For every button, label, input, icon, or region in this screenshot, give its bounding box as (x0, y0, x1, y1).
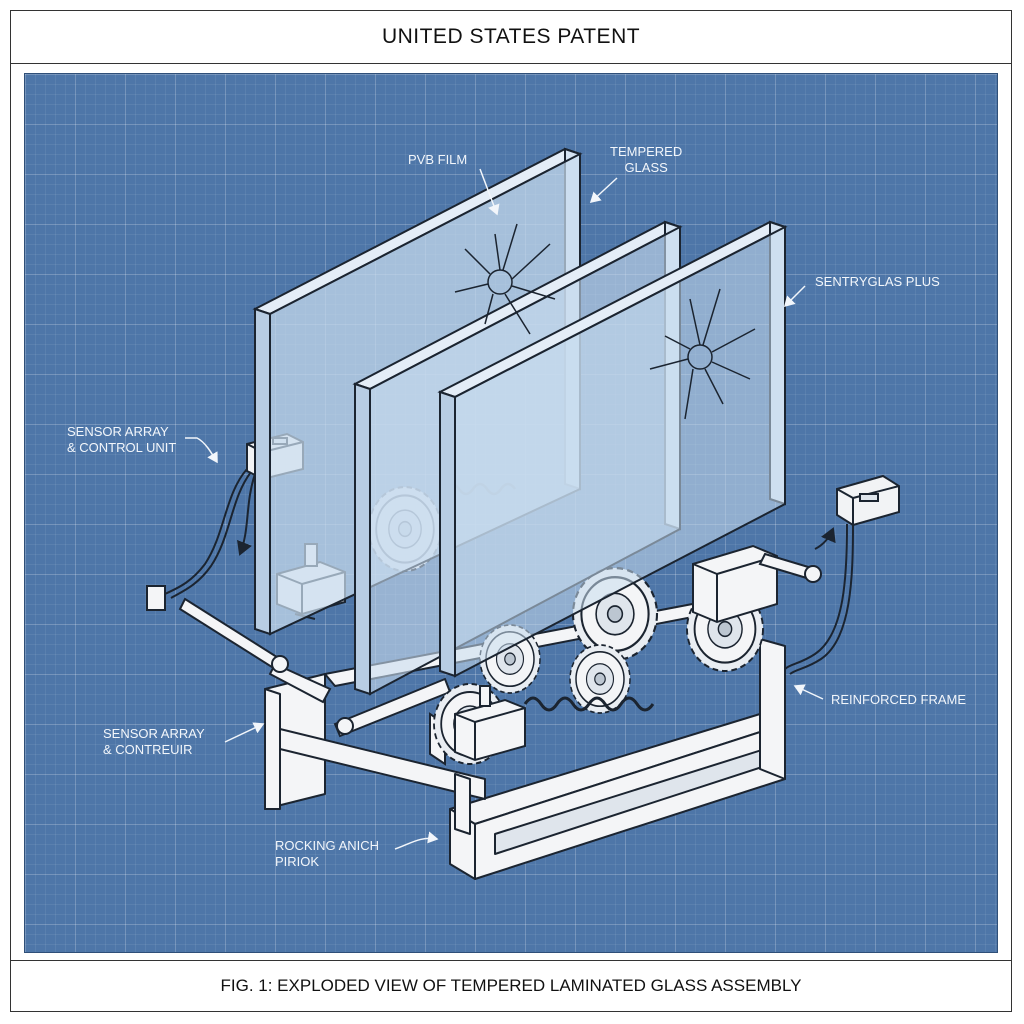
crack-pattern-front (649, 288, 756, 420)
figure-caption: FIG. 1: EXPLODED VIEW OF TEMPERED LAMINA… (11, 960, 1011, 1011)
label-sensor-array-bottom: SENSOR ARRAY & CONTREUIR (103, 726, 205, 757)
label-sentryglas-plus: SENTRYGLAS PLUS (815, 274, 940, 289)
blueprint-drawing: PVB FILM TEMPERED GLASS SENTRYGLAS PLUS … (24, 73, 998, 953)
patent-header: UNITED STATES PATENT (11, 11, 1011, 64)
sensor-housing-right (836, 474, 900, 527)
glass-pane-front (437, 220, 788, 678)
assembly-illustration (146, 147, 900, 880)
label-pvb-film: PVB FILM (408, 152, 468, 167)
label-reinforced-frame: REINFORCED FRAME (831, 692, 967, 707)
cables (164, 468, 854, 675)
reinforced-frame (264, 593, 786, 880)
crack-pattern-back (454, 223, 556, 335)
patent-sheet: UNITED STATES PATENT (10, 10, 1012, 1012)
label-rocking-anich: ROCKING ANICH PIRIOK (275, 838, 380, 869)
label-sensor-array-top: SENSOR ARRAY & CONTROL UNIT (67, 424, 177, 455)
label-tempered-glass: TEMPERED GLASS (610, 144, 683, 175)
leader-lines (185, 168, 824, 850)
